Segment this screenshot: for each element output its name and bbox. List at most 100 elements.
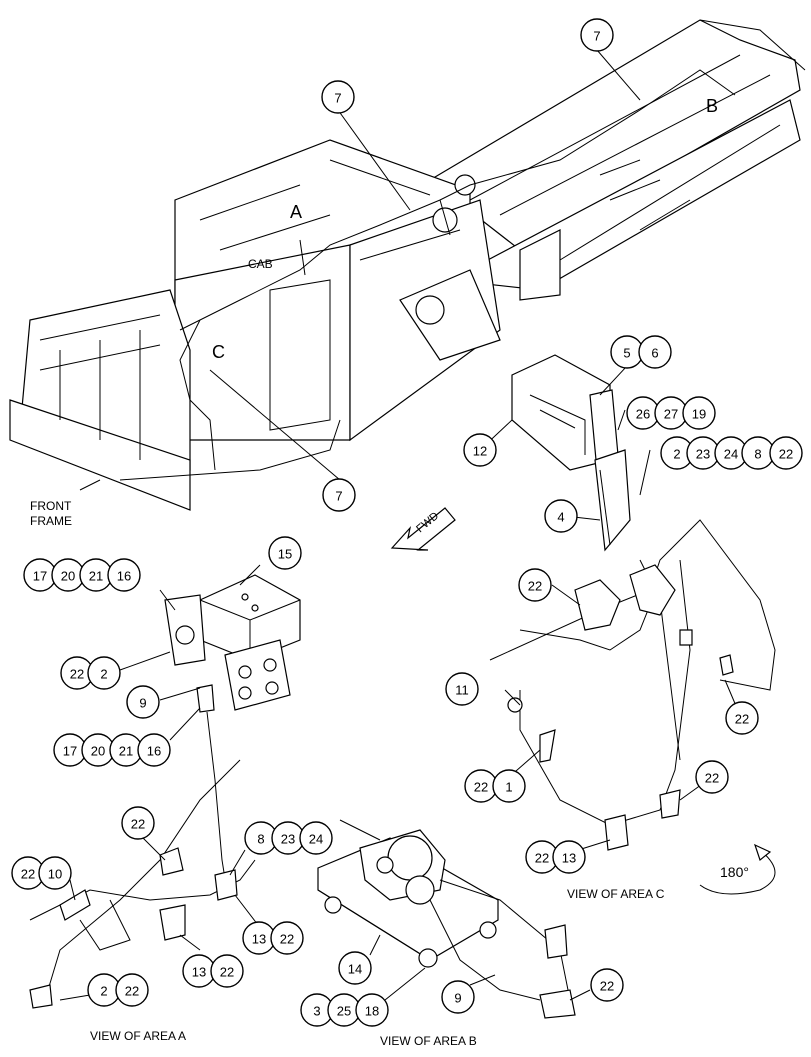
- callout-c13a: 13: [552, 840, 586, 874]
- callout-number: 8: [257, 832, 264, 847]
- callout-balloon: [638, 335, 672, 369]
- callout-c18: 18: [355, 993, 389, 1027]
- callout-c2b: 2: [87, 656, 121, 690]
- callout-c22f: 22: [695, 760, 729, 794]
- callout-balloon: [115, 973, 149, 1007]
- callout-c9a: 9: [126, 685, 160, 719]
- callout-c13b: 13: [242, 921, 276, 955]
- callout-c1: 1: [492, 769, 526, 803]
- callout-balloon: [126, 685, 160, 719]
- callout-number: 23: [696, 447, 710, 462]
- callout-c20a: 20: [51, 558, 85, 592]
- callout-balloon: [322, 478, 356, 512]
- view-area-a-caption: VIEW OF AREA A: [90, 1029, 186, 1043]
- callout-balloon: [725, 701, 759, 735]
- callout-number: 22: [131, 817, 145, 832]
- front-frame-label-line1: FRONT: [30, 499, 72, 513]
- rotation-arrow: 180°: [699, 843, 776, 895]
- callout-c10: 10: [38, 856, 72, 890]
- callout-number: 3: [313, 1004, 320, 1019]
- callout-number: 22: [474, 780, 488, 795]
- callout-balloon: [580, 18, 614, 52]
- callout-number: 22: [779, 447, 793, 462]
- front-frame-label-line2: FRAME: [30, 514, 72, 528]
- callout-c8a: 8: [741, 436, 775, 470]
- callout-balloon: [441, 980, 475, 1014]
- cab-label: CAB: [248, 257, 273, 271]
- callout-number: 23: [281, 832, 295, 847]
- harness-routing: [179, 69, 736, 471]
- callout-balloon: [321, 80, 355, 114]
- callout-number: 22: [535, 851, 549, 866]
- callout-balloon: [492, 769, 526, 803]
- callout-c23b: 23: [271, 821, 305, 855]
- callout-number: 10: [48, 867, 62, 882]
- callout-c22a: 22: [769, 436, 803, 470]
- callout-c21b: 21: [109, 733, 143, 767]
- callout-number: 13: [252, 932, 266, 947]
- callout-balloon: [38, 856, 72, 890]
- callout-number: 2: [100, 667, 107, 682]
- callout-number: 16: [147, 744, 161, 759]
- callout-number: 20: [91, 744, 105, 759]
- callout-number: 7: [335, 489, 342, 504]
- callout-c22m: 22: [590, 968, 624, 1002]
- callout-c2c: 2: [87, 973, 121, 1007]
- callout-number: 22: [600, 979, 614, 994]
- callout-c6: 6: [638, 335, 672, 369]
- area-a-marker: A: [290, 202, 302, 222]
- callout-c22j: 22: [270, 921, 304, 955]
- callout-number: 22: [528, 579, 542, 594]
- callout-c22h: 22: [121, 806, 155, 840]
- area-b-detail-drawing: [317, 819, 591, 1019]
- callout-number: 24: [724, 447, 738, 462]
- callout-c7c: 7: [322, 478, 356, 512]
- callout-number: 22: [280, 932, 294, 947]
- callout-c25: 25: [327, 993, 361, 1027]
- callout-c12: 12: [463, 433, 497, 467]
- callout-number: 18: [365, 1004, 379, 1019]
- callout-balloon: [682, 396, 716, 430]
- callout-c19: 19: [682, 396, 716, 430]
- machine-frame-drawing: [9, 19, 806, 511]
- callout-number: 14: [348, 962, 362, 977]
- callout-c13c: 13: [182, 954, 216, 988]
- callout-c16b: 16: [137, 733, 171, 767]
- view-area-c-caption: VIEW OF AREA C: [567, 887, 665, 901]
- view-area-b-caption: VIEW OF AREA B: [380, 1034, 477, 1048]
- callout-number: 21: [89, 569, 103, 584]
- callout-balloon: [552, 840, 586, 874]
- callout-number: 13: [192, 965, 206, 980]
- callout-c27: 27: [654, 396, 688, 430]
- callout-balloon: [338, 951, 372, 985]
- callout-number: 15: [278, 547, 292, 562]
- callout-number: 13: [562, 851, 576, 866]
- callout-c20b: 20: [81, 733, 115, 767]
- callout-balloon: [268, 536, 302, 570]
- callout-number: 7: [593, 29, 600, 44]
- area-c-detail-drawing: [479, 351, 776, 858]
- area-b-marker: B: [706, 96, 718, 116]
- callout-c17a: 17: [23, 558, 57, 592]
- callout-balloon: [445, 672, 479, 706]
- callout-number: 7: [334, 91, 341, 106]
- callout-balloon: [210, 954, 244, 988]
- callout-c26: 26: [626, 396, 660, 430]
- frame-leaders: [79, 49, 641, 491]
- callout-number: 22: [705, 771, 719, 786]
- callout-c22d: 22: [725, 701, 759, 735]
- callout-number: 12: [473, 444, 487, 459]
- callout-balloon: [695, 760, 729, 794]
- callout-number: 1: [505, 780, 512, 795]
- callout-number: 22: [735, 712, 749, 727]
- callout-balloon: [355, 993, 389, 1027]
- callout-number: 17: [63, 744, 77, 759]
- callout-c7a: 7: [321, 80, 355, 114]
- forward-arrow: FWD: [390, 507, 456, 551]
- callout-c11: 11: [445, 672, 479, 706]
- callout-number: 5: [623, 346, 630, 361]
- callout-c23a: 23: [686, 436, 720, 470]
- callout-number: 19: [692, 407, 706, 422]
